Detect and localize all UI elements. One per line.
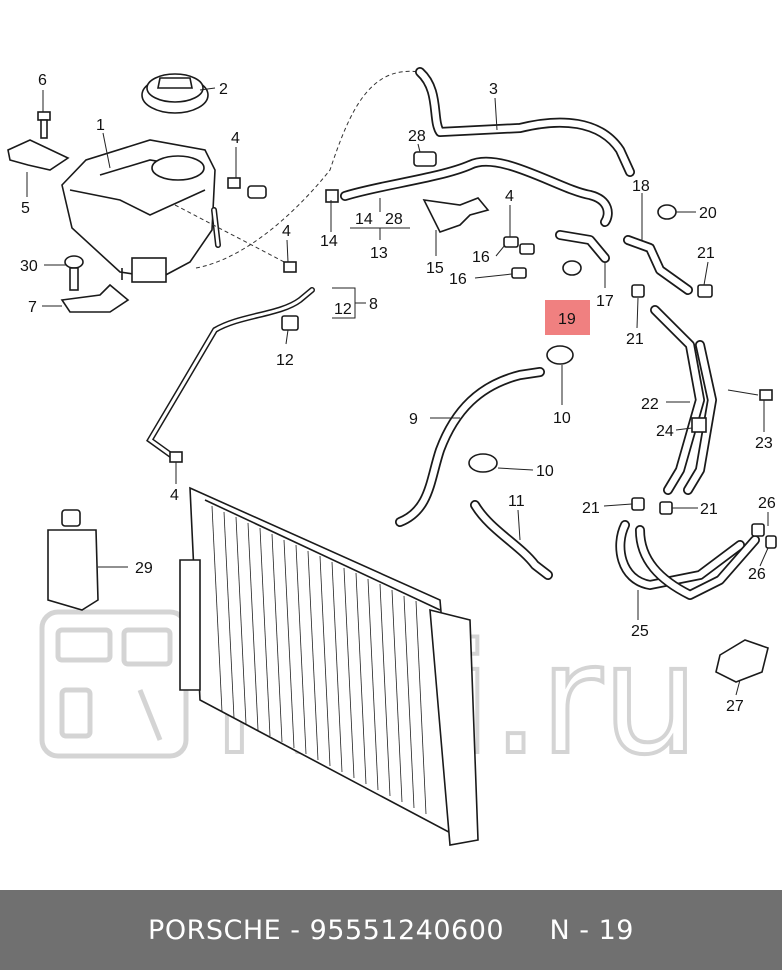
footer-position-label: N - 19 (549, 914, 634, 946)
parts-diagram: Ruli.ru (7, 67, 777, 846)
callout-4: 4 (170, 487, 179, 504)
callout-24: 24 (656, 423, 674, 440)
callout-14: 14 (355, 211, 373, 228)
callout-28: 28 (385, 211, 403, 228)
callout-14: 14 (320, 233, 338, 250)
fitting-4a-sleeve (247, 185, 267, 199)
callout-29: 29 (135, 560, 153, 577)
callout-16: 16 (449, 271, 467, 288)
cap-20 (657, 204, 677, 220)
callout-17: 17 (596, 293, 614, 310)
callout-2: 2 (219, 81, 228, 98)
clamp-10b (468, 453, 498, 473)
hose-9 (395, 367, 545, 527)
callout-1: 1 (96, 117, 105, 134)
callout-9: 9 (409, 411, 418, 428)
callout-10: 10 (553, 410, 571, 427)
clamp-19 (562, 260, 582, 276)
clamp-21a (697, 284, 713, 298)
callout-labels: 1 2 3 4 4 4 4 5 6 7 8 9 10 10 11 12 12 1… (20, 72, 776, 715)
clamp-10a (546, 345, 574, 365)
footer-part-number: 95551240600 (309, 914, 505, 946)
callout-8: 8 (369, 296, 378, 313)
hose-11 (470, 500, 553, 580)
callout-23: 23 (755, 435, 773, 452)
bracket-7 (60, 283, 130, 313)
radiator (179, 486, 479, 846)
expansion-tank (61, 139, 221, 283)
callout-6: 6 (38, 72, 47, 89)
clamp-16b (511, 267, 527, 279)
dashed-line-mid (174, 204, 291, 266)
hose-25 (615, 520, 760, 600)
callout-26: 26 (748, 566, 766, 583)
fitting-14 (325, 189, 339, 203)
callout-10: 10 (536, 463, 554, 480)
clamp-16a (503, 236, 519, 248)
footer-bar: PORSCHE - 95551240600 N - 19 (0, 890, 782, 970)
hose-14 (340, 156, 613, 227)
clamp-26a (751, 523, 765, 537)
callout-11: 11 (508, 493, 525, 510)
hose-12 (146, 287, 315, 461)
callout-27: 27 (726, 698, 744, 715)
callout-5: 5 (21, 200, 30, 217)
callout-21: 21 (700, 501, 718, 518)
clip-12 (281, 315, 299, 331)
clamp-16c (519, 243, 535, 255)
highlight-19 (545, 300, 590, 335)
callout-21: 21 (626, 331, 644, 348)
footer-separator: - (281, 914, 310, 946)
screw-6 (37, 111, 51, 139)
dashed-line-top (195, 70, 421, 269)
callout-19: 19 (558, 311, 576, 328)
clip-24 (691, 417, 707, 433)
callout-16: 16 (472, 249, 490, 266)
fitting-4a (227, 177, 241, 189)
hose-3 (415, 67, 635, 177)
callout-4: 4 (231, 130, 240, 147)
clamp-21d (659, 501, 673, 515)
callout-21: 21 (582, 500, 600, 517)
hose-17 (555, 230, 610, 263)
clamp-21b (631, 284, 645, 298)
callout-20: 20 (699, 205, 717, 222)
callout-28: 28 (408, 128, 426, 145)
callout-15: 15 (426, 260, 444, 277)
fitting-4b (283, 261, 297, 273)
callout-25: 25 (631, 623, 649, 640)
filler-cap (141, 73, 209, 114)
callout-4: 4 (505, 188, 514, 205)
callout-12: 12 (276, 352, 294, 369)
bracket-5 (7, 139, 70, 171)
callout-3: 3 (489, 81, 498, 98)
clamp-21c (631, 497, 645, 511)
clip-28 (413, 151, 437, 167)
hose-18 (623, 235, 693, 295)
leader-lines (26, 87, 769, 696)
footer-brand: PORSCHE (148, 914, 282, 946)
footer-gap (504, 915, 549, 946)
callout-26: 26 (758, 495, 776, 512)
pipe-22 (650, 305, 717, 495)
callout-21: 21 (697, 245, 715, 262)
bolt-23 (759, 389, 773, 401)
callout-7: 7 (28, 299, 37, 316)
callout-18: 18 (632, 178, 650, 195)
gasket-27 (715, 639, 769, 683)
bolt-30 (64, 255, 84, 291)
callout-22: 22 (641, 396, 659, 413)
callout-4: 4 (282, 223, 291, 240)
callout-13: 13 (370, 245, 388, 262)
callout-30: 30 (20, 258, 38, 275)
fitting-4c (169, 451, 183, 463)
clamp-26b (765, 535, 777, 549)
callout-12: 12 (334, 301, 352, 318)
bracket-15 (422, 197, 490, 233)
coolant-bottle (47, 509, 99, 611)
radiator-fins (211, 505, 427, 815)
